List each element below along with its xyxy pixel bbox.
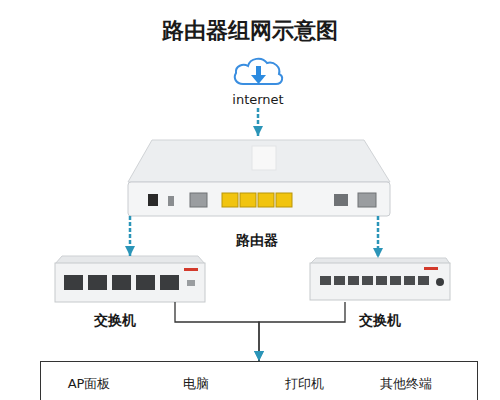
cloud-icon-part	[251, 75, 266, 84]
node-label: 电脑	[183, 376, 209, 392]
switch-device-part	[310, 263, 450, 300]
switch-device-part	[390, 276, 401, 285]
cloud-icon-part	[256, 66, 261, 76]
node-label: 打印机	[285, 376, 324, 392]
switch-device	[310, 258, 450, 300]
connector-arrow	[129, 216, 132, 256]
switch-device-part	[334, 276, 345, 285]
switch-device-part	[348, 276, 359, 285]
router-device-part	[222, 193, 238, 207]
cloud-node: internet	[222, 54, 294, 108]
switch-device-part	[187, 280, 195, 286]
switch-node: 交换机	[55, 256, 205, 302]
connector-arrow	[377, 216, 380, 258]
switch-device-part	[88, 275, 107, 290]
router-device-part	[128, 182, 390, 216]
switch-device-part	[55, 263, 205, 302]
router-device-part	[148, 194, 158, 206]
switch-device	[55, 256, 205, 302]
node-label: AP面板	[68, 376, 111, 392]
connector-arrow	[175, 302, 259, 361]
diagram-title: 路由器组网示意图	[0, 16, 500, 46]
switch-device-part	[436, 278, 444, 286]
router-device-part	[128, 140, 390, 182]
node-label: 路由器	[236, 232, 278, 249]
switch-device-part	[424, 267, 438, 270]
router-node: 路由器	[125, 136, 390, 216]
node-label: internet	[232, 92, 283, 108]
switch-device-part	[184, 268, 198, 271]
node-label: 交换机	[359, 312, 401, 329]
node-label: 交换机	[94, 312, 136, 329]
switch-device-part	[112, 275, 131, 290]
switch-device-part	[136, 275, 155, 290]
switch-device-part	[362, 276, 373, 285]
cloud-icon	[235, 59, 282, 84]
switch-device-part	[376, 276, 387, 285]
connector-arrow	[259, 302, 345, 361]
router-device-part	[252, 146, 276, 170]
router-device-part	[168, 196, 174, 206]
switch-device-part	[64, 275, 83, 290]
switch-device-part	[418, 276, 429, 285]
router-device-part	[190, 193, 207, 207]
router-device-part	[358, 193, 376, 207]
connector-arrow	[257, 108, 260, 136]
node-label: 其他终端	[380, 376, 432, 392]
router-device-part	[240, 193, 256, 207]
switch-device-part	[320, 276, 331, 285]
router-device-part	[258, 193, 274, 207]
router-device	[128, 140, 390, 216]
terminal-box: AP面板 电脑 打印机 其他终端	[40, 361, 478, 400]
switch-device-part	[160, 275, 179, 290]
switch-device-part	[404, 276, 415, 285]
router-device-part	[276, 193, 292, 207]
router-device-part	[334, 194, 348, 206]
cloud-icon-part	[235, 59, 282, 84]
switch-node: 交换机	[310, 258, 450, 302]
